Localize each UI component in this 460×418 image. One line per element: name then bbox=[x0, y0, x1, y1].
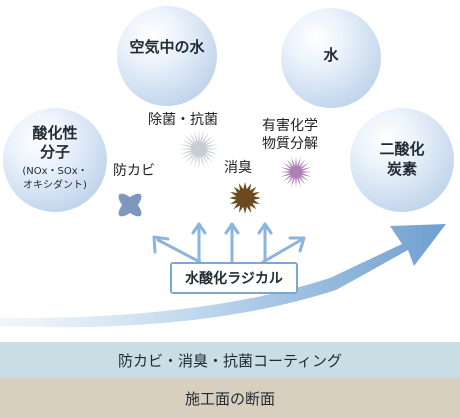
up-arrow-2-head bbox=[191, 222, 207, 235]
organic-label-line2: 物質分解 bbox=[262, 136, 318, 152]
antibacterial-burst-icon bbox=[179, 129, 219, 169]
oxidizing-label-line3: (NOx・SOx・ bbox=[22, 166, 88, 177]
up-arrow-1-head bbox=[152, 235, 170, 254]
coating-layer-band: 防カビ・消臭・抗菌コーティング bbox=[0, 342, 460, 378]
antibacterial-label: 除菌・抗菌 bbox=[148, 112, 218, 128]
up-arrow-5 bbox=[261, 238, 303, 264]
up-arrow-3-head bbox=[224, 222, 240, 235]
deodorize-burst-icon bbox=[229, 182, 261, 214]
air-water-circle bbox=[117, 6, 217, 106]
organic-decomposition-burst-icon bbox=[280, 156, 312, 188]
deodorize-label: 消臭 bbox=[224, 160, 252, 176]
up-arrow-5-head bbox=[288, 236, 306, 253]
air-water-label: 空気中の水 bbox=[129, 38, 205, 56]
hydroxyl-radical-box: 水酸化ラジカル bbox=[170, 262, 298, 294]
co2-label-line1: 二酸化 bbox=[379, 140, 425, 158]
antimold-label: 防カビ bbox=[113, 163, 155, 179]
antimold-icon bbox=[118, 193, 142, 217]
co2-label-line2: 炭素 bbox=[386, 160, 417, 178]
oxidizing-molecules-circle bbox=[3, 108, 107, 212]
carbon-dioxide-circle bbox=[350, 108, 454, 212]
oxidizing-label-line1: 酸化性 bbox=[32, 124, 78, 142]
water-label: 水 bbox=[323, 46, 339, 64]
oxidizing-label-line2: 分子 bbox=[39, 143, 70, 161]
sweep-arrow bbox=[0, 224, 446, 328]
water-circle bbox=[281, 8, 381, 108]
organic-label-line1: 有害化学 bbox=[262, 118, 318, 134]
oxidizing-label-line4: オキシダント) bbox=[23, 180, 87, 191]
surface-section-band: 施工面の断面 bbox=[0, 378, 460, 418]
up-arrow-1 bbox=[156, 238, 202, 264]
up-arrows bbox=[152, 222, 306, 264]
up-arrow-4-head bbox=[257, 222, 273, 235]
